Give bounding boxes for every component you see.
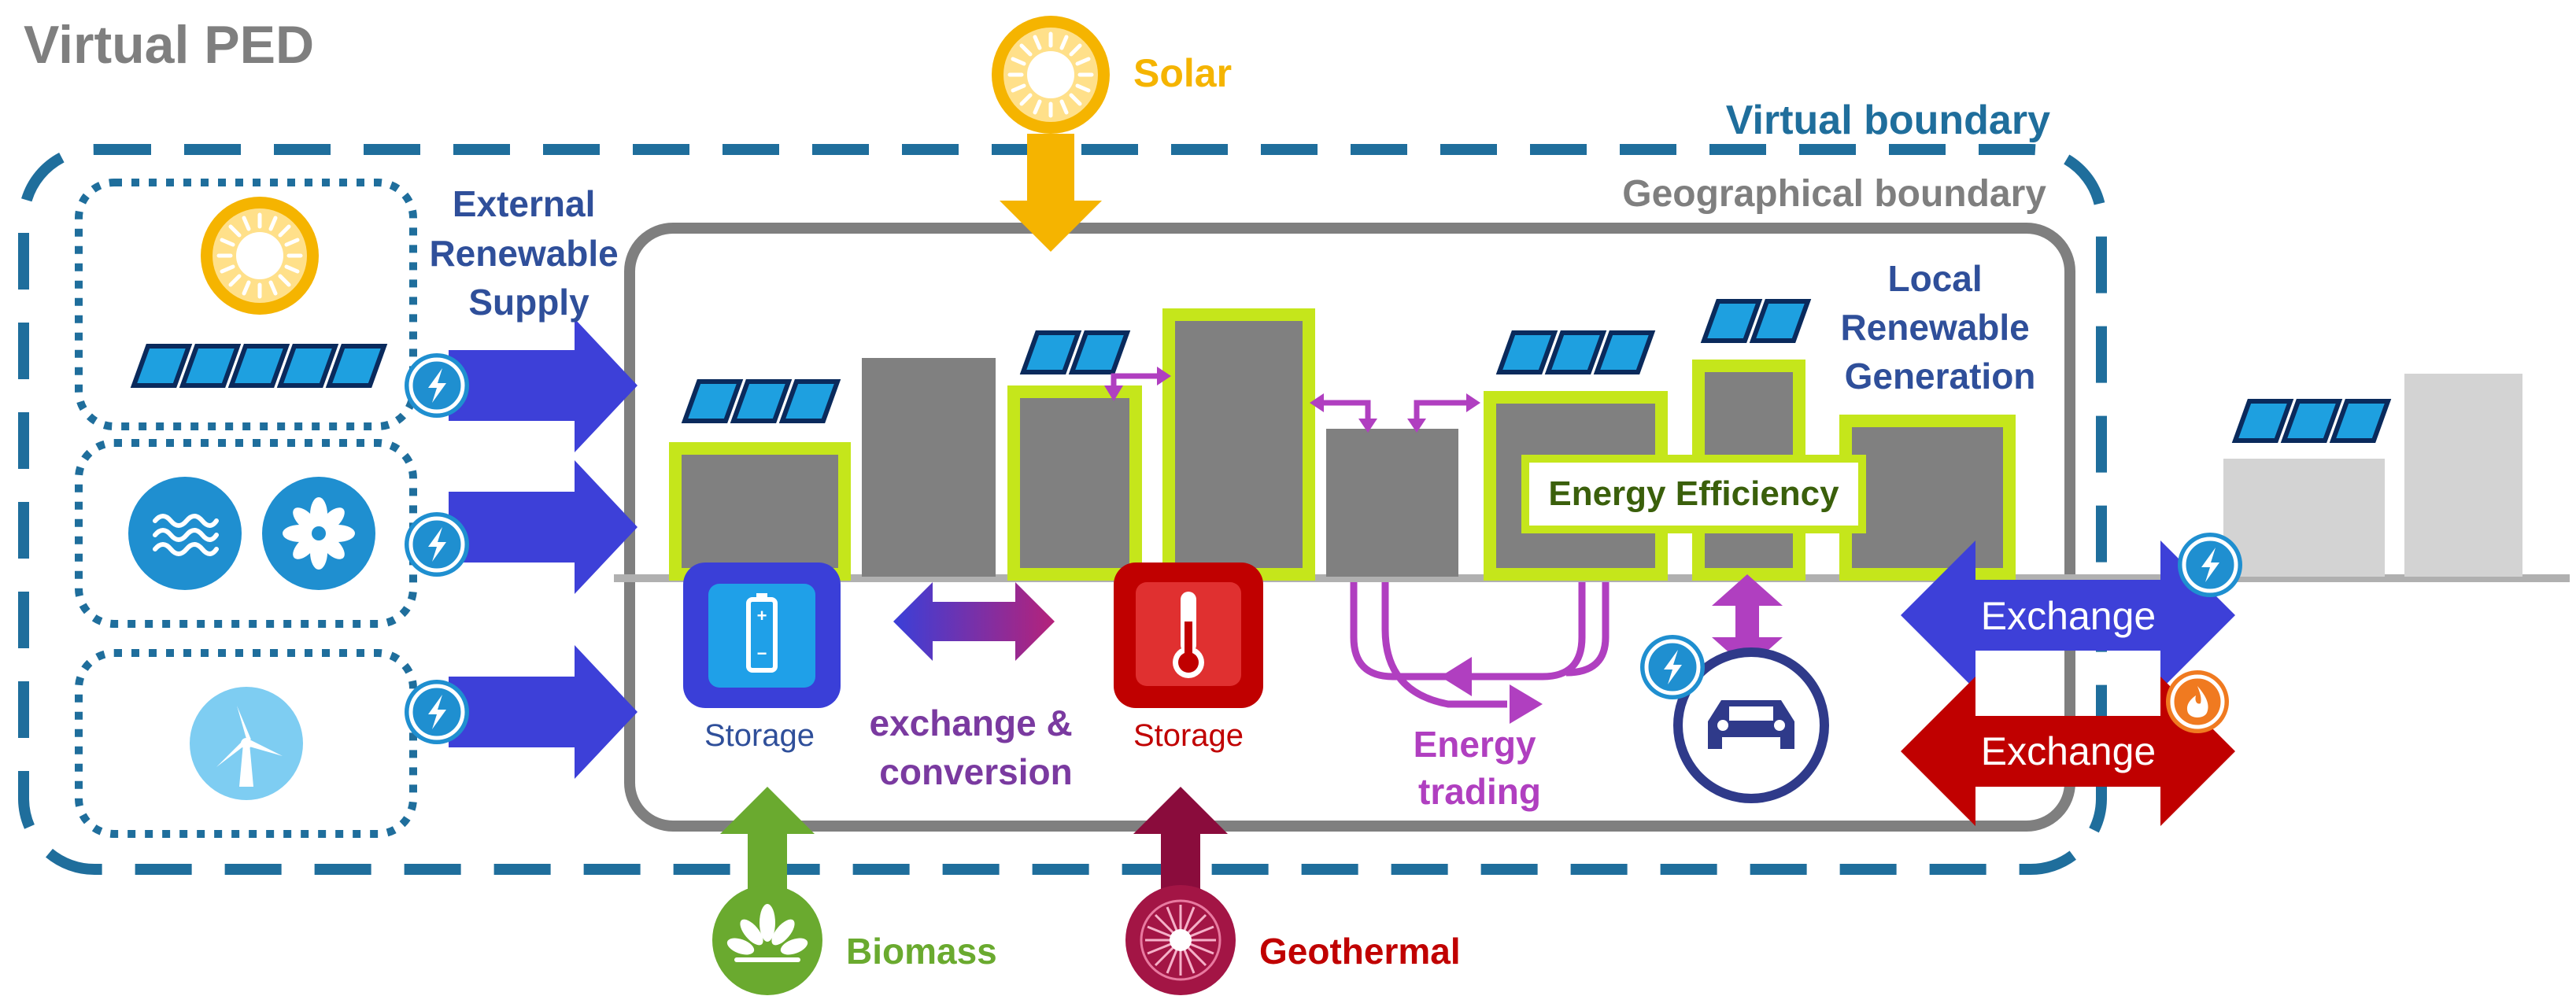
building	[669, 442, 851, 581]
building-exchange-arrow	[1407, 393, 1480, 433]
external-supply-label: External Renewable Supply	[429, 183, 628, 323]
biomass-arrow	[720, 787, 815, 889]
virtual-boundary	[18, 144, 2107, 875]
lightning-icon	[405, 353, 469, 418]
external-supply-line1: External	[453, 183, 596, 224]
exchange-electric-label: Exchange	[1981, 594, 2156, 638]
geothermal-icon	[1125, 885, 1236, 995]
energy-trading-arrowhead	[1510, 684, 1543, 724]
local-generation-line3: Generation	[1845, 356, 2036, 397]
local-generation-line1: Local	[1888, 258, 1983, 299]
geographical-boundary-label: Geographical boundary	[1622, 173, 2046, 215]
biomass-label: Biomass	[846, 931, 997, 972]
lightning-icon	[2178, 533, 2242, 597]
battery-storage-label: Storage	[704, 718, 815, 753]
rooftop-solar-panels-icon	[1023, 333, 1127, 372]
external-sun-icon	[201, 197, 319, 315]
energy-trading-line2: trading	[1418, 771, 1541, 812]
energy-trading-arrowhead	[1440, 657, 1472, 696]
rooftop-solar-panels-icon	[1704, 301, 1808, 341]
vehicle-exchange-arrow	[1712, 574, 1783, 669]
energy-efficiency-label: Energy Efficiency	[1548, 474, 1839, 513]
external-supply-arrow-1	[449, 319, 638, 452]
external-building	[2404, 374, 2522, 577]
building	[862, 358, 996, 577]
flame-icon	[2166, 670, 2229, 733]
building-exchange-arrow	[1310, 393, 1377, 433]
car-icon	[1673, 647, 1829, 803]
exchange-conversion-line1: exchange &	[870, 703, 1073, 743]
building	[1839, 415, 2016, 581]
energy-trading-line1: Energy	[1414, 724, 1536, 765]
building	[1326, 429, 1458, 577]
energy-efficiency-box	[1521, 455, 1866, 533]
page-title: Virtual PED	[24, 15, 314, 75]
rooftop-solar-panels-icon	[1499, 333, 1652, 372]
rooftop-solar-panels-icon	[2235, 401, 2388, 441]
building	[1007, 385, 1142, 581]
solar-label: Solar	[1133, 51, 1232, 95]
external-solar-panels-icon	[134, 346, 384, 385]
battery-storage-icon: + −	[683, 563, 841, 708]
exchange-conversion-label: exchange & conversion	[870, 703, 1083, 792]
local-generation-label: Local Renewable Generation	[1840, 258, 2039, 397]
wind-turbine-icon	[190, 687, 303, 800]
building	[1162, 308, 1315, 581]
energy-trading-arrows	[1350, 582, 1610, 708]
thermal-storage-label: Storage	[1133, 718, 1244, 753]
external-source-box-solar	[75, 179, 417, 430]
external-supply-line3: Supply	[468, 282, 589, 323]
lightning-icon	[405, 680, 469, 744]
geothermal-arrow	[1133, 787, 1228, 889]
exchange-heat-label: Exchange	[1981, 729, 2156, 773]
lightning-icon	[1640, 635, 1705, 699]
lightning-icon	[405, 512, 469, 577]
rooftop-solar-panels-icon	[685, 382, 837, 421]
external-supply-arrow-3	[449, 645, 638, 779]
virtual-boundary-label: Virtual boundary	[1726, 98, 2050, 143]
external-supply-arrow-2	[449, 460, 638, 594]
fan-icon	[262, 477, 375, 590]
external-supply-line2: Renewable	[429, 233, 618, 274]
geothermal-label: Geothermal	[1259, 931, 1461, 972]
exchange-conversion-line2: conversion	[879, 751, 1072, 792]
energy-trading-label: Energy trading	[1414, 724, 1547, 812]
external-building	[2223, 459, 2385, 577]
solar-sun-icon	[992, 16, 1110, 134]
exchange-heat-arrow	[1901, 677, 2235, 826]
thermometer-storage-icon	[1114, 563, 1263, 708]
building-exchange-arrow	[1104, 367, 1171, 401]
exchange-conversion-arrow	[893, 582, 1055, 661]
plant-icon	[712, 885, 822, 995]
water-wave-icon	[128, 477, 242, 590]
svg-text:−: −	[757, 644, 767, 663]
exchange-electric-arrow	[1901, 540, 2235, 690]
local-generation-line2: Renewable	[1840, 307, 2029, 348]
solar-arrow	[1000, 134, 1102, 252]
svg-text:+: +	[757, 606, 767, 625]
